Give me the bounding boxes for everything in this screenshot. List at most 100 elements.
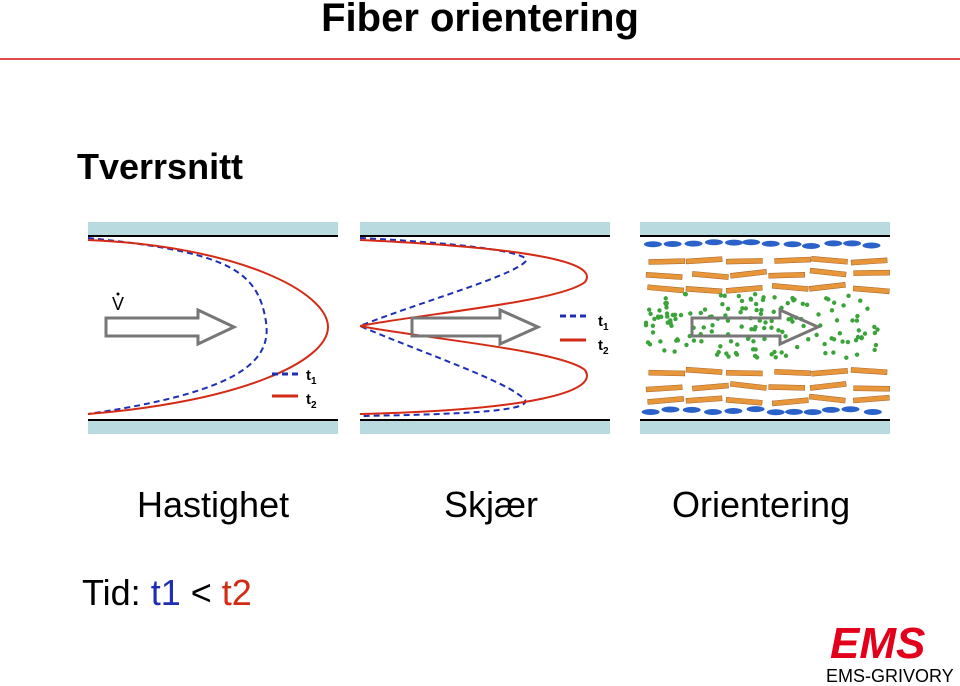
particle-dot <box>652 316 657 322</box>
particle-dot <box>664 305 669 310</box>
particle-dot <box>780 329 785 334</box>
particle-dot <box>643 320 649 326</box>
fiber <box>771 283 809 292</box>
fiber <box>685 286 723 295</box>
particle-dot <box>814 332 819 338</box>
wall-particle <box>684 240 703 247</box>
particle-dot <box>743 306 749 311</box>
fiber <box>685 256 723 265</box>
section-subtitle: Tverrsnitt <box>77 146 244 187</box>
caption-orientation: Orientering <box>672 484 851 525</box>
t2-shear-curve <box>360 239 588 415</box>
fiber <box>647 284 685 294</box>
wall-particle <box>703 409 722 416</box>
ems-grivory-logo: EMS EMS-GRIVORY <box>826 619 954 686</box>
particle-dot <box>665 314 670 319</box>
legend-t2: t2 <box>598 337 609 357</box>
wall-particle <box>766 409 785 416</box>
fiber <box>809 267 847 278</box>
particle-dot <box>698 310 704 316</box>
particle-dot <box>823 350 828 356</box>
particle-dot <box>753 324 758 330</box>
particle-dot <box>702 307 708 312</box>
particle-dot <box>858 298 863 303</box>
fiber <box>768 272 806 279</box>
wall-particle <box>704 239 723 246</box>
wall-particle <box>785 408 804 415</box>
wall-particle <box>783 241 802 248</box>
particle-dot <box>665 320 670 325</box>
time-note: Tid: t1 < t2 <box>82 572 252 613</box>
wall-particle <box>746 406 765 413</box>
fiber <box>852 285 890 295</box>
fiber <box>808 393 846 404</box>
particle-dot <box>753 347 758 352</box>
fiber <box>729 381 767 391</box>
fiber <box>726 369 763 377</box>
particle-dot <box>662 348 667 353</box>
particle-dot <box>759 307 764 313</box>
particle-dot <box>872 324 877 330</box>
particle-dot <box>688 311 693 316</box>
fiber <box>853 385 890 392</box>
particle-dot <box>733 350 739 356</box>
fiber <box>809 381 847 391</box>
particle-dot <box>850 318 855 323</box>
legend-t1: t1 <box>598 313 609 333</box>
particle-dot <box>806 337 811 342</box>
caption-velocity: Hastighet <box>137 484 290 525</box>
particle-dot <box>675 337 680 342</box>
particle-dot <box>673 316 678 322</box>
particle-dot <box>854 352 860 357</box>
particle-dot <box>772 295 777 300</box>
particle-dot <box>722 293 727 298</box>
fiber <box>691 271 729 280</box>
particle-dot <box>831 300 837 305</box>
particle-dot <box>672 349 677 354</box>
particle-dot <box>769 352 774 357</box>
fiber <box>645 384 683 393</box>
orientation-panel <box>640 222 890 434</box>
particle-dot <box>837 331 843 336</box>
fiber <box>853 269 890 276</box>
particle-dot <box>738 309 743 315</box>
particle-dot <box>855 334 861 340</box>
particle-dot <box>846 293 851 299</box>
particle-dot <box>872 330 878 336</box>
logo-text: EMS-GRIVORY <box>826 666 954 686</box>
fiber <box>645 272 683 280</box>
velocity-symbol: V <box>112 294 124 314</box>
slide-title: Fiber orientering <box>321 0 639 40</box>
particle-dot <box>663 296 668 301</box>
particle-dot <box>714 352 720 357</box>
fiber <box>808 282 846 292</box>
particle-dot <box>699 339 704 344</box>
particle-dot <box>753 301 759 307</box>
particle-dot <box>834 318 840 323</box>
fiber <box>685 395 723 404</box>
particle-dot <box>650 330 656 335</box>
particle-dot <box>801 323 806 329</box>
particle-dot <box>794 344 800 350</box>
particle-dot <box>859 336 864 341</box>
bottom-wall <box>88 420 338 434</box>
velocity-panel: V t1 t2 <box>88 222 338 434</box>
wall-particle <box>821 406 840 413</box>
particle-dot <box>751 339 756 344</box>
particle-dot <box>773 355 778 360</box>
caption-shear: Skjær <box>444 484 539 525</box>
particle-dot <box>710 323 715 328</box>
fiber <box>725 285 763 294</box>
particle-dot <box>745 336 751 342</box>
particle-dot <box>854 318 860 323</box>
wall-particle <box>824 240 843 247</box>
fiber <box>774 256 812 264</box>
fiber <box>725 397 763 406</box>
particle-dot <box>779 350 784 355</box>
particle-dot <box>720 301 725 307</box>
particle-dot <box>749 326 754 332</box>
particle-dot <box>725 318 731 323</box>
particle-dot <box>758 311 764 316</box>
particle-dot <box>754 307 759 313</box>
particle-dot <box>736 293 742 299</box>
